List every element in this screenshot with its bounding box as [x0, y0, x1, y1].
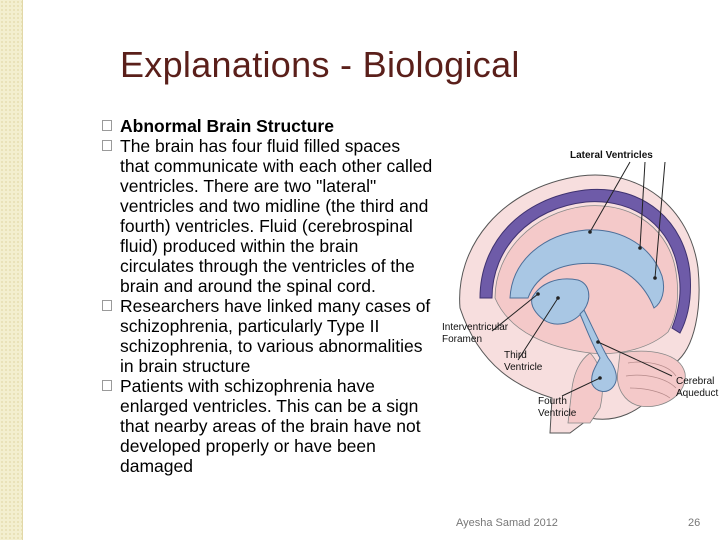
label-interventricular-foramen-line1: Interventricular: [442, 322, 509, 333]
label-lateral-ventricles: Lateral Ventricles: [570, 150, 653, 161]
bullet-text: Patients with schizophrenia have enlarge…: [120, 376, 421, 476]
bullet-item: Researchers have linked many cases of sc…: [102, 296, 434, 376]
bullet-box-icon: [102, 120, 112, 131]
bullet-text: Abnormal Brain Structure: [120, 116, 334, 136]
bullet-item: Patients with schizophrenia have enlarge…: [102, 376, 434, 476]
bullet-box-icon: [102, 140, 112, 151]
cerebellum-folds: [625, 361, 677, 399]
brain-ventricles-figure: Lateral Ventricles Interventricular Fora…: [440, 148, 718, 438]
bullet-text: Researchers have linked many cases of sc…: [120, 296, 431, 376]
label-fourth-ventricle-line1: Fourth: [538, 396, 567, 407]
label-fourth-ventricle-line2: Ventricle: [538, 408, 577, 419]
bullet-text: The brain has four fluid filled spaces t…: [120, 136, 433, 296]
label-cerebral-aqueduct-line1: Cerebral: [676, 376, 715, 387]
fourth-ventricle: [579, 309, 617, 392]
pointer-lines: [491, 161, 673, 397]
bullet-item: Abnormal Brain Structure: [102, 116, 434, 136]
cerebellum: [617, 350, 686, 407]
brain-diagram: [459, 161, 700, 434]
label-interventricular-foramen-line2: Foramen: [442, 334, 483, 345]
bullet-list: Abnormal Brain Structure The brain has f…: [102, 116, 434, 476]
bullet-box-icon: [102, 380, 112, 391]
bullet-item: The brain has four fluid filled spaces t…: [102, 136, 434, 296]
lateral-ventricle: [509, 229, 665, 309]
label-third-ventricle-line1: Third: [504, 350, 527, 361]
footer-author: Ayesha Samad 2012: [456, 517, 558, 529]
cortex-band: [479, 188, 691, 334]
bullet-box-icon: [102, 300, 112, 311]
page-number: 26: [688, 517, 701, 529]
decorative-divider: [22, 0, 23, 540]
slide-title: Explanations - Biological: [120, 44, 520, 85]
label-cerebral-aqueduct-line2: Aqueduct: [676, 388, 719, 399]
decorative-side-strip: [0, 0, 22, 540]
label-third-ventricle-line2: Ventricle: [504, 362, 543, 373]
pointer-dots: [536, 230, 657, 380]
